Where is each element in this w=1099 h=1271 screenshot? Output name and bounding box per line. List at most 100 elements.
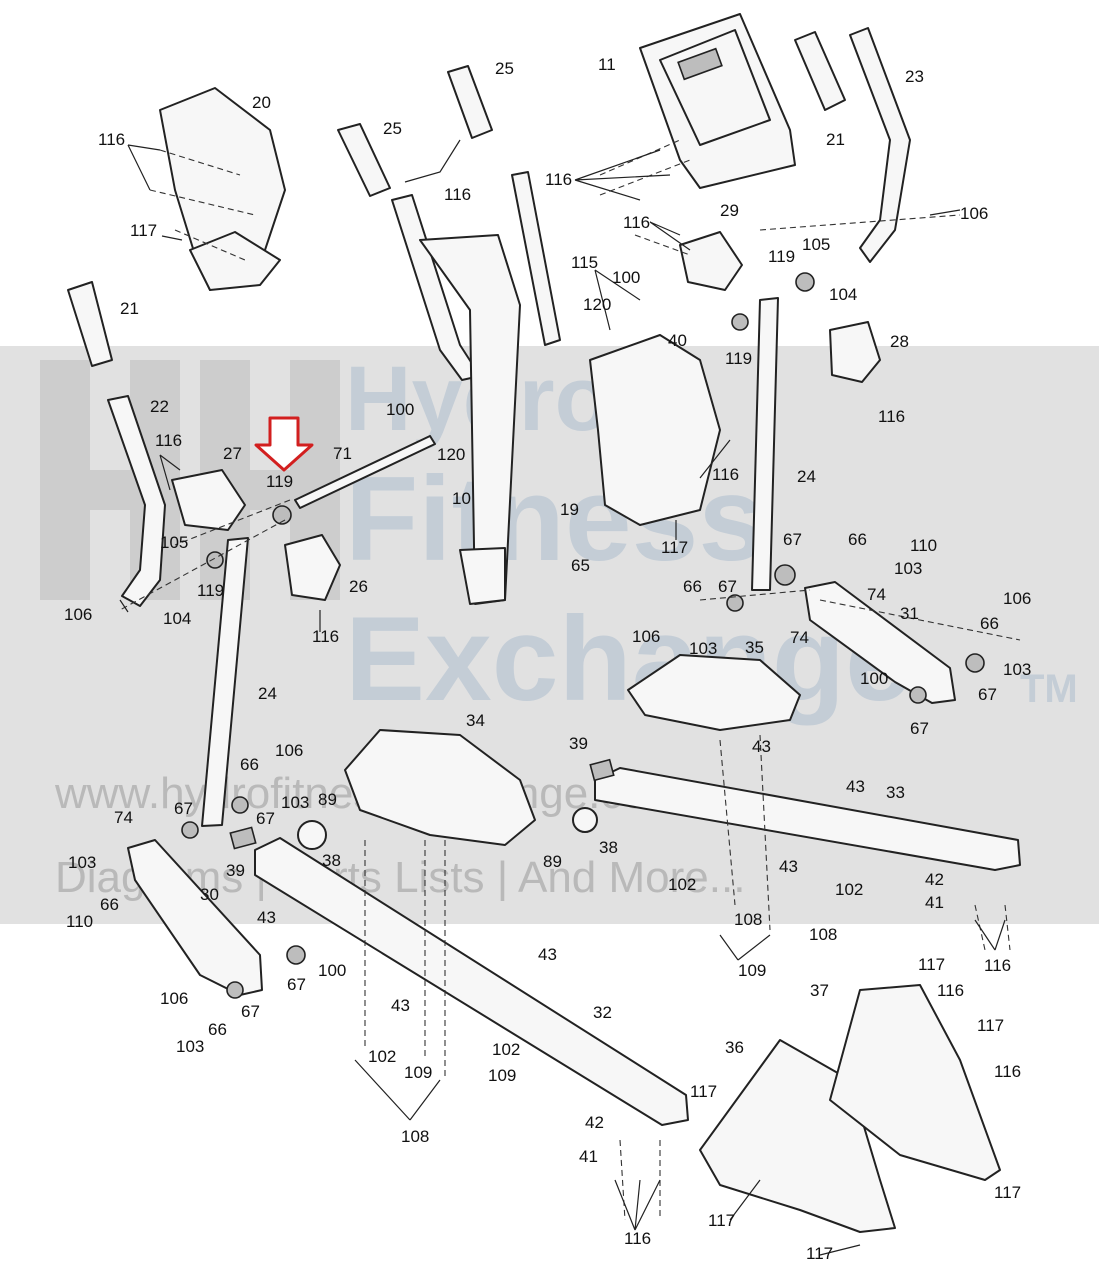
leader-lines bbox=[119, 139, 1006, 1256]
part-label-38: 38 bbox=[322, 851, 341, 870]
part-label-67: 67 bbox=[783, 530, 802, 549]
part-label-104: 104 bbox=[163, 609, 191, 628]
part-label-116: 116 bbox=[994, 1062, 1021, 1081]
part-label-106: 106 bbox=[275, 741, 303, 760]
part-label-41: 41 bbox=[925, 893, 944, 912]
part-label-106: 106 bbox=[632, 627, 660, 646]
part-label-100: 100 bbox=[386, 400, 414, 419]
part-label-22: 22 bbox=[150, 397, 169, 416]
part-label-66: 66 bbox=[980, 614, 999, 633]
part-label-119: 119 bbox=[768, 247, 795, 266]
part-label-21: 21 bbox=[826, 130, 845, 149]
part-label-89: 89 bbox=[318, 790, 337, 809]
part-label-120: 120 bbox=[583, 295, 611, 314]
part-label-39: 39 bbox=[226, 861, 245, 880]
part-label-102: 102 bbox=[835, 880, 863, 899]
lower-shroud-rear bbox=[829, 984, 1001, 1181]
left-lower-arm bbox=[201, 537, 249, 827]
part-label-116: 116 bbox=[98, 130, 125, 149]
part-label-116: 116 bbox=[937, 981, 964, 1000]
part-label-39: 39 bbox=[569, 734, 588, 753]
part-label-117: 117 bbox=[661, 538, 688, 557]
part-label-34: 34 bbox=[466, 711, 485, 730]
part-label-43: 43 bbox=[752, 737, 771, 756]
part-label-103: 103 bbox=[68, 853, 96, 872]
part-label-116: 116 bbox=[312, 627, 339, 646]
pivot-axle bbox=[294, 435, 436, 509]
part-label-105: 105 bbox=[160, 533, 188, 552]
part-label-21: 21 bbox=[120, 299, 139, 318]
part-label-66: 66 bbox=[100, 895, 119, 914]
part-label-103: 103 bbox=[894, 559, 922, 578]
part-label-10: 10 bbox=[452, 489, 471, 508]
part-label-110: 110 bbox=[910, 536, 937, 555]
upper-rail bbox=[594, 767, 1021, 871]
part-label-103: 103 bbox=[1003, 660, 1031, 679]
watermark-tm: TM bbox=[1020, 667, 1078, 711]
part-label-20: 20 bbox=[252, 93, 271, 112]
part-label-24: 24 bbox=[797, 467, 816, 486]
part-label-110: 110 bbox=[66, 912, 93, 931]
part-label-25: 25 bbox=[495, 59, 514, 78]
part-label-108: 108 bbox=[401, 1127, 429, 1146]
part-label-106: 106 bbox=[160, 989, 188, 1008]
part-label-116: 116 bbox=[624, 1229, 651, 1248]
assembly-lines bbox=[119, 139, 1021, 1221]
part-label-117: 117 bbox=[130, 221, 157, 240]
part-label-116: 116 bbox=[984, 956, 1011, 975]
part-label-27: 27 bbox=[223, 444, 242, 463]
part-label-19: 19 bbox=[560, 500, 579, 519]
part-label-36: 36 bbox=[725, 1038, 744, 1057]
part-label-33: 33 bbox=[886, 783, 905, 802]
part-label-117: 117 bbox=[690, 1082, 717, 1101]
part-label-32: 32 bbox=[593, 1003, 612, 1022]
part-label-74: 74 bbox=[867, 585, 886, 604]
part-label-106: 106 bbox=[960, 204, 988, 223]
part-label-41: 41 bbox=[579, 1147, 598, 1166]
lower-rail bbox=[254, 837, 689, 1126]
part-label-116: 116 bbox=[712, 465, 739, 484]
part-label-117: 117 bbox=[977, 1016, 1004, 1035]
part-label-67: 67 bbox=[718, 577, 737, 596]
part-label-67: 67 bbox=[241, 1002, 260, 1021]
part-label-100: 100 bbox=[860, 669, 888, 688]
front-shroud bbox=[589, 334, 721, 526]
part-label-38: 38 bbox=[599, 838, 618, 857]
part-label-109: 109 bbox=[488, 1066, 516, 1085]
part-label-65: 65 bbox=[571, 556, 590, 575]
part-label-102: 102 bbox=[668, 875, 696, 894]
part-label-119: 119 bbox=[197, 581, 224, 600]
part-label-120: 120 bbox=[437, 445, 465, 464]
part-label-66: 66 bbox=[240, 755, 259, 774]
part-label-67: 67 bbox=[256, 809, 275, 828]
part-label-24: 24 bbox=[258, 684, 277, 703]
part-label-66: 66 bbox=[848, 530, 867, 549]
part-label-67: 67 bbox=[174, 799, 193, 818]
part-label-106: 106 bbox=[64, 605, 92, 624]
part-label-25: 25 bbox=[383, 119, 402, 138]
part-label-119: 119 bbox=[725, 349, 752, 368]
right-pedal bbox=[627, 654, 801, 731]
part-label-104: 104 bbox=[829, 285, 857, 304]
part-label-42: 42 bbox=[585, 1113, 604, 1132]
part-label-43: 43 bbox=[391, 996, 410, 1015]
part-label-43: 43 bbox=[779, 857, 798, 876]
part-label-116: 116 bbox=[878, 407, 905, 426]
highlight-arrow-icon bbox=[254, 416, 314, 472]
part-label-116: 116 bbox=[444, 185, 471, 204]
part-label-103: 103 bbox=[689, 639, 717, 658]
part-label-116: 116 bbox=[155, 431, 182, 450]
part-label-74: 74 bbox=[790, 628, 809, 647]
part-label-30: 30 bbox=[200, 885, 219, 904]
part-label-116: 116 bbox=[623, 213, 650, 232]
part-label-119: 119 bbox=[266, 472, 293, 491]
part-label-66: 66 bbox=[208, 1020, 227, 1039]
part-label-42: 42 bbox=[925, 870, 944, 889]
part-label-108: 108 bbox=[734, 910, 762, 929]
left-upper-arm bbox=[107, 395, 166, 607]
part-label-117: 117 bbox=[918, 955, 945, 974]
part-label-89: 89 bbox=[543, 852, 562, 871]
part-label-67: 67 bbox=[287, 975, 306, 994]
